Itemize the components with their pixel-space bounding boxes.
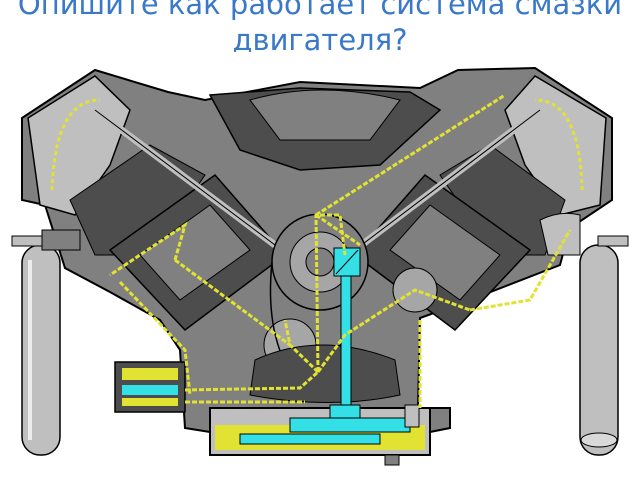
oil-pump [239, 247, 420, 445]
piston-right [389, 204, 501, 301]
oil-passages [109, 93, 572, 408]
exhaust-pipe-right [579, 244, 619, 456]
spark-plug-left [11, 229, 81, 251]
crankshaft [249, 344, 401, 403]
drain-plug [384, 454, 400, 466]
exhaust-pipe-left [21, 244, 61, 456]
slide-title: Опишите как работает система смазки двиг… [17, 0, 623, 52]
engine-lubrication-diagram [11, 66, 629, 466]
spark-plug-right [539, 212, 629, 256]
title-area: Опишите как работает система смазки двиг… [0, 0, 640, 52]
oil-filter [114, 361, 186, 413]
piston-left [139, 204, 251, 301]
